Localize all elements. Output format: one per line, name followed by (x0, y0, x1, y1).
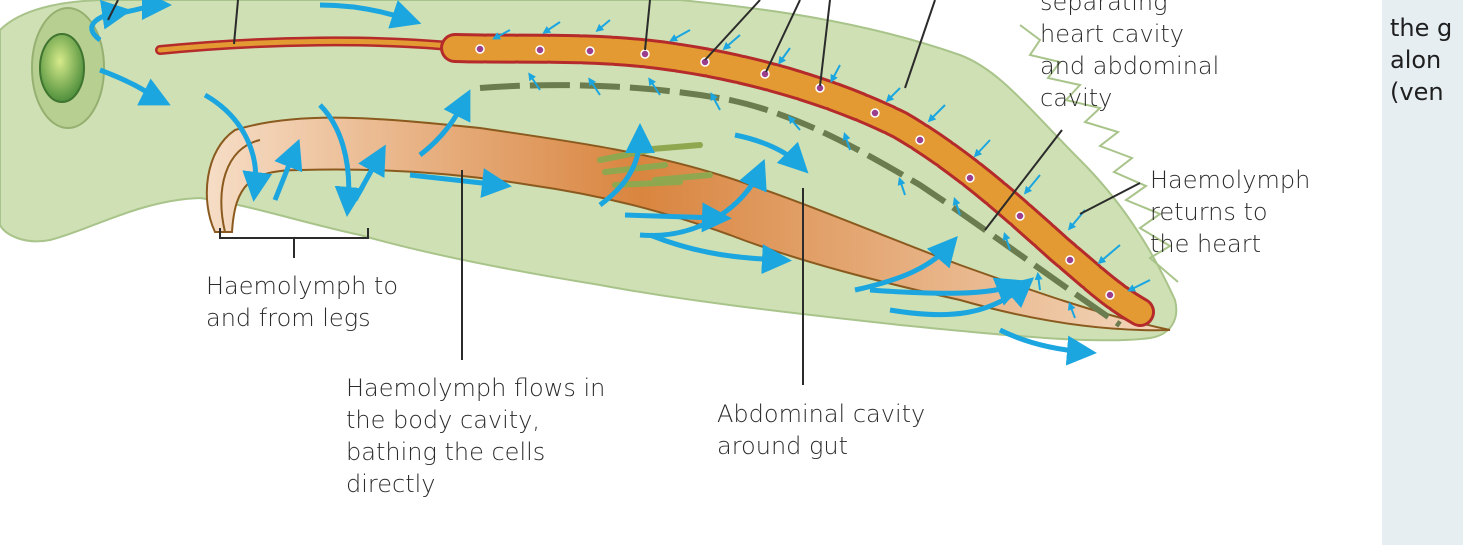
eye (39, 33, 85, 103)
aorta-inner (157, 38, 473, 53)
insect-circulation-diagram (0, 0, 1179, 385)
label-separating-line-4: cavity (1040, 84, 1113, 112)
small-arrows (492, 19, 1151, 319)
leader-lines (107, 0, 1141, 385)
side-panel-line-3: (ven (1390, 78, 1444, 106)
label-legs-line-1: Haemolymph to (206, 272, 398, 300)
side-panel-text: the g alon (ven (1390, 12, 1463, 108)
label-returns-line-1: Haemolymph (1150, 166, 1311, 194)
label-legs: Haemolymph to and from legs (206, 270, 398, 334)
label-body-cavity-line-4: directly (346, 470, 436, 498)
label-separating-line-2: heart cavity (1040, 20, 1184, 48)
label-legs-line-2: and from legs (206, 304, 371, 332)
side-panel: the g alon (ven (1382, 0, 1463, 545)
side-panel-line-1: the g (1390, 14, 1453, 42)
septum (479, 82, 1122, 328)
label-separating: separating heart cavity and abdominal ca… (1040, 0, 1219, 114)
label-returns: Haemolymph returns to the heart (1150, 164, 1310, 260)
flow-arrows (89, 0, 1097, 366)
label-abdominal: Abdominal cavity around gut (717, 398, 925, 462)
label-abdominal-line-2: around gut (717, 432, 849, 460)
label-body-cavity-line-1: Haemolymph flows in (346, 374, 606, 402)
label-body-cavity: Haemolymph flows in the body cavity, bat… (346, 372, 605, 500)
side-panel-line-2: alon (1390, 46, 1442, 74)
label-separating-line-3: and abdominal (1040, 52, 1220, 80)
label-body-cavity-line-3: bathing the cells (346, 438, 546, 466)
label-separating-line-1: separating (1040, 0, 1168, 16)
label-returns-line-2: returns to (1150, 198, 1268, 226)
label-abdominal-line-1: Abdominal cavity (717, 400, 926, 428)
heart-ostia (475, 44, 1115, 300)
label-returns-line-3: the heart (1150, 230, 1261, 258)
body-edge (1019, 24, 1179, 283)
label-body-cavity-line-2: the body cavity, (346, 406, 541, 434)
